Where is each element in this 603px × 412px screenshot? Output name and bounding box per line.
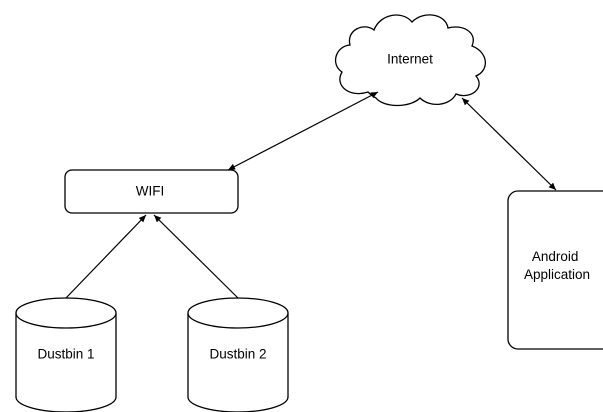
android-app-node: Android Application [507, 190, 603, 350]
dustbin-2-label: Dustbin 2 [209, 347, 266, 362]
arrow-dustbin1-wifi [65, 214, 147, 299]
arrow-dustbin2-wifi [153, 214, 239, 299]
dustbin-1-top [15, 297, 117, 329]
dustbin-1-node: Dustbin 1 [15, 297, 117, 412]
wifi-node: WIFI [64, 169, 239, 214]
dustbin-2-top [187, 297, 289, 329]
wifi-label: WIFI [136, 184, 165, 199]
android-app-label-line2: Application [524, 267, 590, 282]
internet-label: Internet [387, 52, 433, 67]
android-app-box [507, 190, 603, 350]
internet-cloud-shape [334, 14, 486, 107]
dustbin-1-label: Dustbin 1 [37, 347, 94, 362]
android-app-label: Android Application [524, 249, 590, 282]
arrow-wifi-internet [227, 91, 379, 171]
dustbin-2-node: Dustbin 2 [187, 297, 289, 412]
internet-node: Internet [334, 14, 486, 107]
android-app-label-line1: Android [532, 249, 579, 264]
arrow-internet-android [461, 97, 557, 191]
wifi-box [64, 169, 239, 214]
